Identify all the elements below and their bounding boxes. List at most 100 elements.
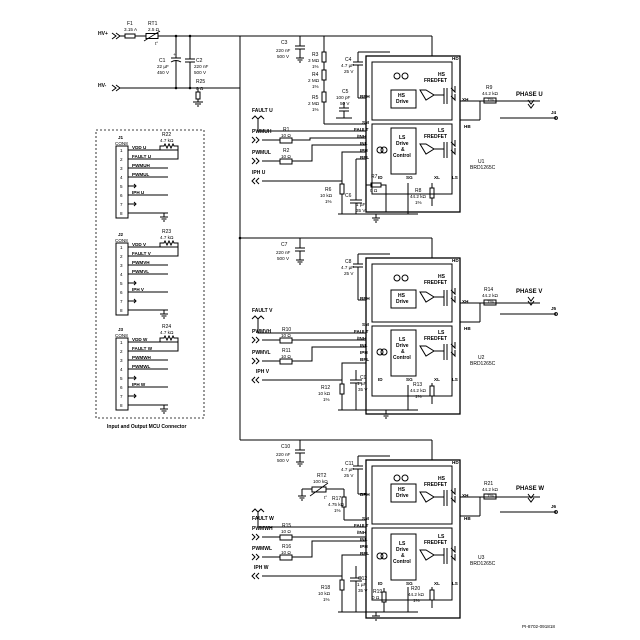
svg-text:1%: 1%: [415, 394, 422, 399]
rt1-value: 2.5 Ω: [148, 27, 160, 32]
svg-text:LS: LS: [399, 337, 406, 343]
svg-text:+: +: [173, 52, 176, 57]
ls-fredfet-icon: [419, 546, 456, 564]
svg-text:LS: LS: [438, 534, 445, 540]
phase-u-arrow-icon: [527, 99, 535, 109]
svg-text:R3: R3: [312, 52, 319, 58]
connector-j1-body: [115, 145, 129, 219]
svg-text:HD: HD: [452, 460, 459, 465]
phase-v-arrow-icon: [527, 296, 535, 306]
svg-text:4: 4: [120, 367, 123, 372]
svg-text:PWMVL: PWMVL: [132, 269, 149, 274]
svg-text:t°: t°: [155, 41, 158, 46]
svg-text:4.7 kΩ: 4.7 kΩ: [160, 330, 174, 335]
svg-text:FREDFET: FREDFET: [424, 280, 447, 286]
svg-text:R7: R7: [371, 174, 378, 180]
ls-fredfet-icon: [419, 140, 456, 158]
svg-text:R17: R17: [332, 496, 341, 502]
svg-text:SG: SG: [406, 377, 413, 382]
svg-text:SG: SG: [406, 175, 413, 180]
ls-drive-block: [390, 127, 417, 175]
svg-text:HS: HS: [438, 476, 446, 482]
svg-text:PWMUH: PWMUH: [132, 163, 151, 168]
svg-text:Control: Control: [393, 559, 411, 565]
svg-text:VDD W: VDD W: [132, 337, 148, 342]
svg-text:4.7 µF: 4.7 µF: [341, 63, 354, 68]
svg-text:XH: XH: [462, 493, 469, 498]
svg-text:HD: HD: [452, 258, 459, 263]
svg-text:BPH: BPH: [360, 296, 370, 301]
svg-text:SM: SM: [362, 516, 369, 521]
svg-text:HB: HB: [464, 326, 471, 331]
svg-text:1: 1: [120, 340, 123, 345]
svg-text:1%: 1%: [312, 64, 319, 69]
connector-title: Input and Output MCU Connector: [107, 424, 186, 430]
svg-text:VDD U: VDD U: [132, 145, 147, 150]
f1-ref: F1: [127, 21, 133, 27]
hs-fredfet-icon: [419, 488, 456, 506]
svg-text:/INH: /INH: [357, 530, 367, 535]
svg-text:J1: J1: [118, 135, 124, 140]
svg-text:R13: R13: [413, 382, 422, 388]
svg-text:R24: R24: [162, 324, 171, 330]
svg-text:100 pF: 100 pF: [336, 95, 350, 100]
svg-text:IPH: IPH: [360, 148, 368, 153]
svg-text:HS: HS: [438, 274, 446, 280]
svg-text:VDD V: VDD V: [132, 242, 147, 247]
svg-text:C5: C5: [342, 89, 349, 95]
svg-text:PWMWL: PWMWL: [132, 364, 151, 369]
r25-ref: R25: [196, 79, 205, 85]
svg-text:1 µF: 1 µF: [357, 381, 366, 386]
svg-text:220 nF: 220 nF: [276, 452, 290, 457]
svg-text:1%: 1%: [413, 598, 420, 603]
svg-text:XL: XL: [434, 377, 440, 382]
svg-text:1: 1: [120, 148, 123, 153]
svg-text:C4: C4: [345, 57, 352, 63]
pwmuh-input: PWMUH: [252, 129, 272, 135]
svg-text:C6: C6: [345, 193, 352, 199]
ic-u3-body: [365, 459, 461, 619]
svg-text:FREDFET: FREDFET: [424, 482, 447, 488]
svg-text:3 MΩ: 3 MΩ: [308, 58, 320, 63]
svg-text:Drive: Drive: [396, 343, 409, 349]
svg-text:INL: INL: [360, 343, 368, 348]
svg-text:PWMVH: PWMVH: [132, 260, 150, 265]
svg-text:2 MΩ: 2 MΩ: [308, 101, 320, 106]
svg-text:FREDFET: FREDFET: [424, 336, 447, 342]
svg-text:R20: R20: [411, 586, 420, 592]
svg-text:Drive: Drive: [396, 493, 409, 499]
svg-text:10 Ω: 10 Ω: [281, 529, 291, 534]
phase-v-label: PHASE V: [516, 289, 542, 295]
svg-text:44.2 kΩ: 44.2 kΩ: [482, 293, 499, 298]
svg-text:R8: R8: [415, 188, 422, 194]
hv-plus-label: HV+: [98, 31, 108, 37]
phase-u-label: PHASE U: [516, 92, 543, 98]
svg-text:FREDFET: FREDFET: [424, 134, 447, 140]
svg-text:2 MΩ: 2 MΩ: [308, 78, 320, 83]
svg-text:HS: HS: [398, 293, 406, 299]
svg-text:8: 8: [120, 211, 123, 216]
figure-id: PI-8702-091818: [522, 624, 555, 629]
svg-text:FAULT: FAULT: [354, 523, 369, 528]
connector-dashed-box: [95, 129, 205, 419]
svg-text:10 kΩ: 10 kΩ: [320, 193, 333, 198]
svg-text:CON8: CON8: [115, 141, 128, 146]
svg-text:PWMWH: PWMWH: [132, 355, 152, 360]
svg-text:3: 3: [120, 358, 123, 363]
pwmwh-input: PWMWH: [252, 526, 273, 532]
terminal-j6: J6: [551, 504, 557, 509]
resistor-r9: [483, 97, 497, 104]
svg-text:R9: R9: [486, 85, 493, 91]
svg-text:2: 2: [120, 157, 123, 162]
svg-text:1%: 1%: [415, 200, 422, 205]
svg-text:4.7 µF: 4.7 µF: [341, 265, 354, 270]
terminal-j4: J4: [551, 110, 557, 115]
connector-j2: J2 CON8 1 2 3 4 5 6 7 8 VDD V FAULT V PW…: [115, 229, 179, 319]
svg-text:ID: ID: [378, 377, 383, 382]
svg-text:R1: R1: [283, 127, 290, 133]
pwmvh-input: PWMVH: [252, 329, 272, 335]
svg-text:R10: R10: [282, 327, 291, 333]
svg-text:CON8: CON8: [115, 238, 128, 243]
svg-text:Drive: Drive: [396, 299, 409, 305]
svg-text:LS: LS: [452, 377, 458, 382]
